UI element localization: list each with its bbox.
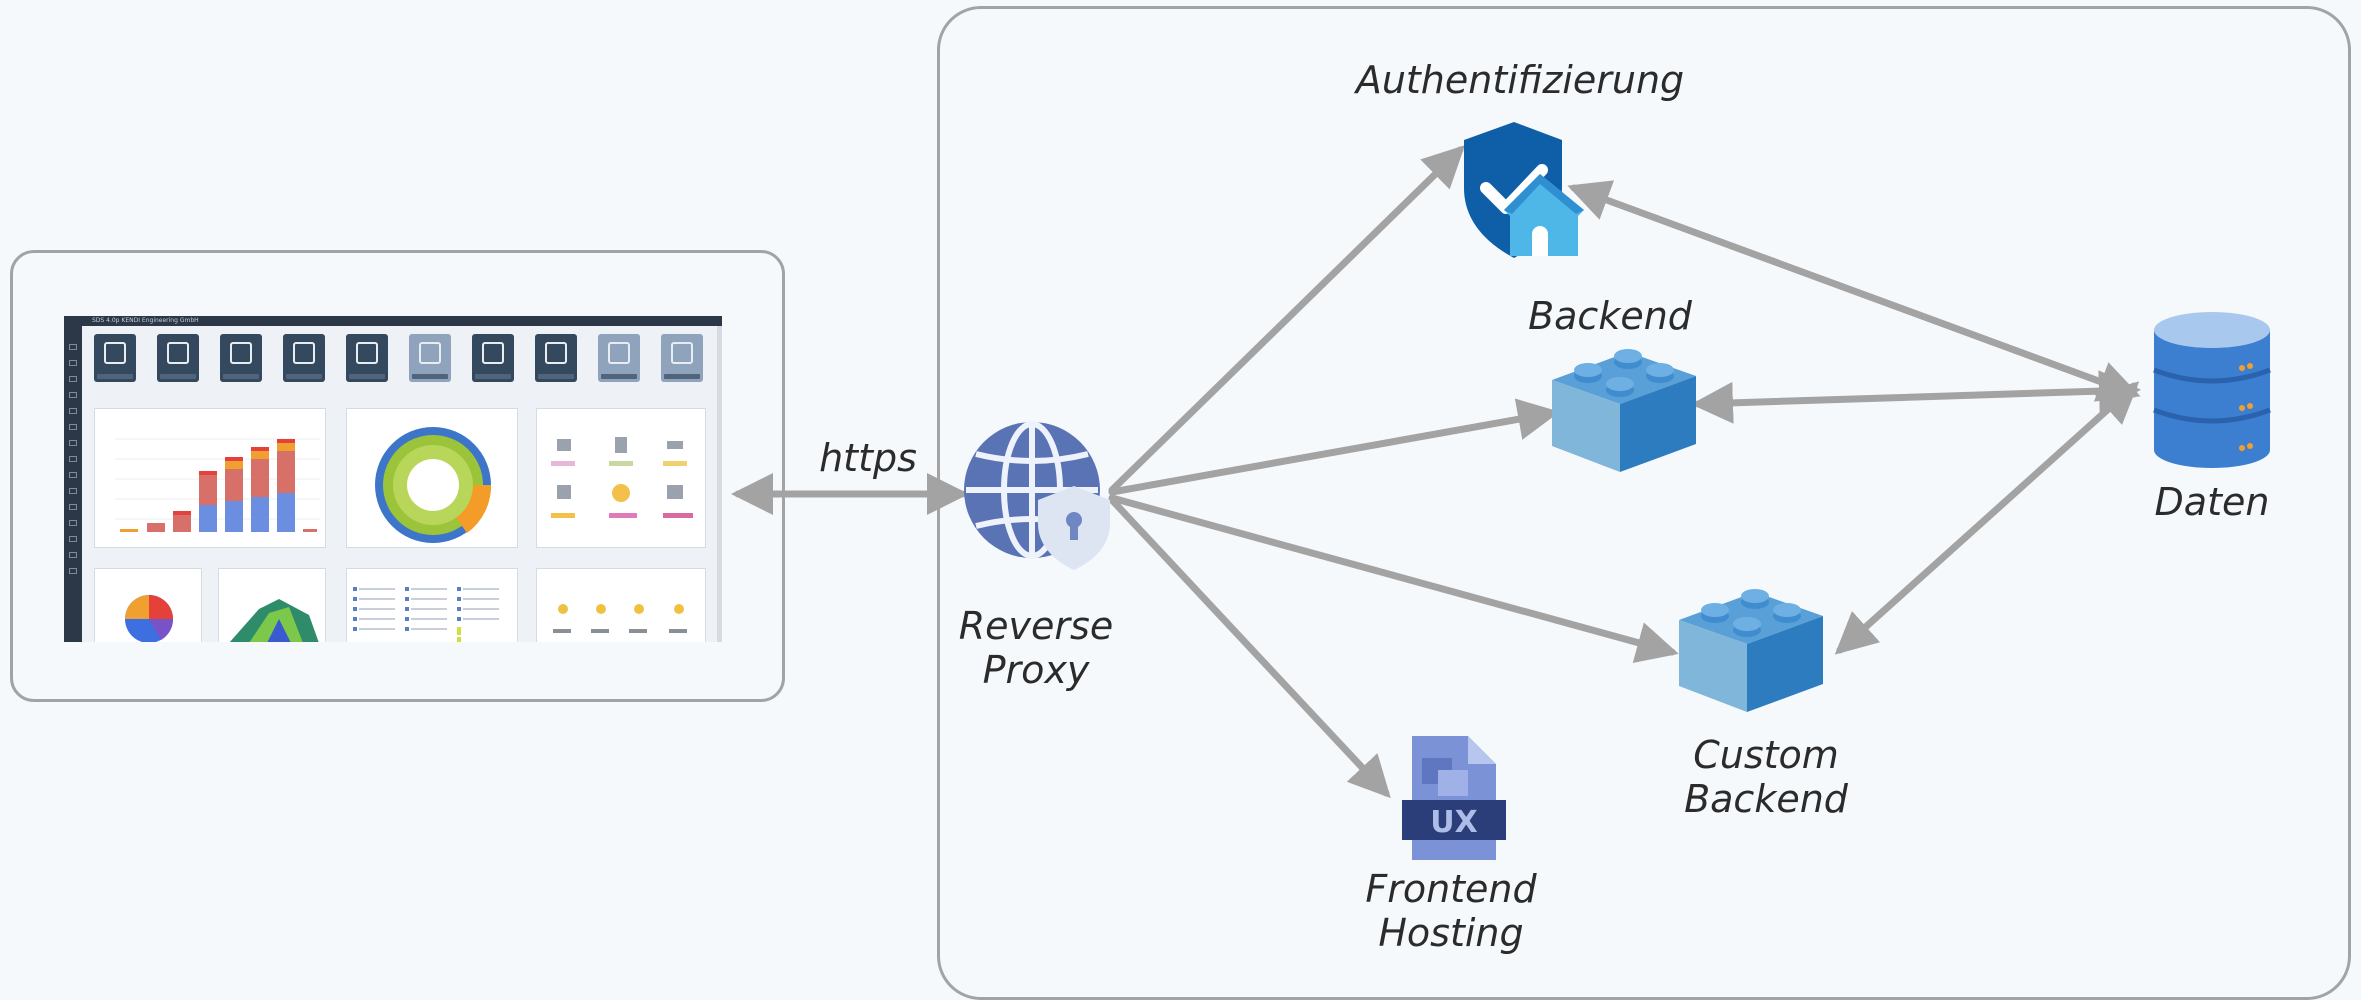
- dashboard-icon-grid-graphic: [551, 437, 693, 518]
- arrow-auth-data: [1567, 180, 2141, 402]
- dashboard-tile: [409, 334, 451, 382]
- dashboard-tile: [598, 334, 640, 382]
- custom-backend-label: Custom Backend: [1684, 733, 1848, 821]
- dashboard-tile: [535, 334, 577, 382]
- arrow-proxy-frontend: [1108, 496, 1391, 799]
- arrow-proxy-backend: [1108, 398, 1560, 496]
- dashboard-sunburst-graphic: [375, 427, 492, 543]
- frontend-hosting-label: Frontend Hosting: [1365, 867, 1537, 955]
- dashboard-tile: [346, 334, 388, 382]
- lego-brick-icon: [1679, 589, 1823, 712]
- lego-brick-icon: [1552, 349, 1696, 472]
- dashboard-card-pie: [94, 568, 202, 642]
- backend-label: Backend: [1528, 294, 1692, 338]
- ux-file-icon: UX: [1402, 736, 1506, 860]
- arrow-custom-backend-data: [1834, 381, 2140, 655]
- arrow-proxy-custom-backend: [1108, 494, 1679, 663]
- auth-label: Authentifizierung: [1355, 58, 1685, 102]
- dashboard-tile: [220, 334, 262, 382]
- dashboard-title-bar: SDS 4.0p KENDI Engineering GmbH: [64, 316, 722, 326]
- dashboard-card-sunburst: [346, 408, 518, 548]
- dashboard-bar-chart-graphic: [115, 438, 320, 532]
- dashboard-card-heatmap: [218, 568, 326, 642]
- database-icon: [2153, 312, 2271, 468]
- shield-check-house-icon: [1464, 122, 1584, 258]
- svg-text:UX: UX: [1430, 805, 1478, 840]
- dashboard-weather-graphic: [553, 604, 687, 633]
- reverse-proxy-label: Reverse Proxy: [958, 604, 1114, 692]
- dashboard-card-bar-chart: [94, 408, 326, 548]
- dashboard-card-list: [346, 568, 518, 642]
- dashboard-tile: [94, 334, 136, 382]
- dashboard-screenshot: SDS 4.0p KENDI Engineering GmbH: [64, 316, 722, 642]
- dashboard-list-graphic: [353, 587, 499, 642]
- dashboard-tile: [661, 334, 703, 382]
- dashboard-tile: [472, 334, 514, 382]
- dashboard-scrollbar: [717, 326, 722, 642]
- arrow-backend-data: [1691, 370, 2141, 424]
- dashboard-tile: [283, 334, 325, 382]
- dashboard-tile: [157, 334, 199, 382]
- dashboard-sidebar: [64, 326, 82, 642]
- dashboard-card-weather: [536, 568, 706, 642]
- data-label: Daten: [2154, 480, 2270, 524]
- dashboard-pie-graphic: [125, 595, 174, 642]
- dashboard-heatmap-graphic: [229, 599, 319, 642]
- https-label: https: [819, 436, 917, 480]
- globe-shield-icon: [964, 421, 1110, 570]
- dashboard-card-icons: [536, 408, 706, 548]
- arrow-proxy-auth: [1108, 145, 1466, 494]
- dashboard-title-text: SDS 4.0p KENDI Engineering GmbH: [92, 317, 199, 324]
